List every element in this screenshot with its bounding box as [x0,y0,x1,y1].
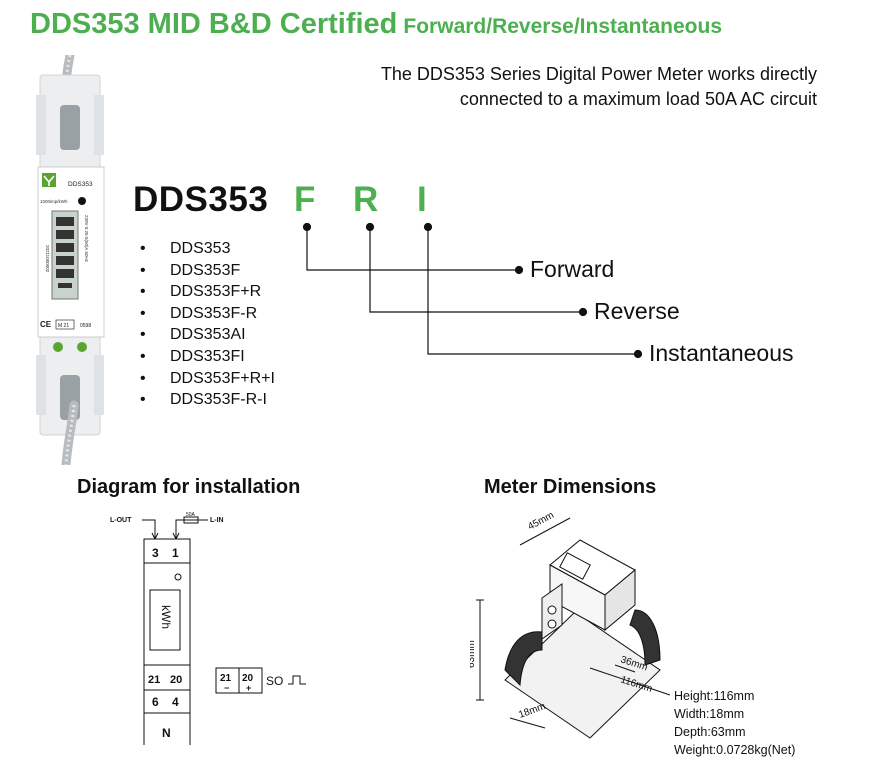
option-instantaneous: Instantaneous [649,340,794,366]
option-forward: Forward [530,256,615,282]
variant-item: •DDS353F-R-I [140,389,275,411]
product-description: The DDS353 Series Digital Power Meter wo… [381,62,817,112]
variant-item: •DDS353F+R [140,281,275,303]
variant-item: •DDS353FI [140,346,275,368]
bullet: • [140,283,146,301]
so-minus: − [224,683,229,693]
photo-mid-mark: M 21 [58,323,69,329]
variant-item: •DDS353 [140,238,275,260]
bullet: • [140,261,146,279]
model-letter-reverse: R [353,180,379,219]
bullet: • [140,391,146,409]
variant-item: •DDS353F-R [140,303,275,325]
installation-heading: Diagram for installation [77,476,301,498]
dimensions-heading: Meter Dimensions [484,476,657,498]
description-line-2: connected to a maximum load 50A AC circu… [459,89,817,109]
display-kwh-label: kWh [159,605,173,629]
neutral-label: N [162,726,171,740]
installation-diagram: L-OUT L-IN 50A 3 1 kWh 21 20 6 4 N 21 20… [110,512,306,745]
photo-brand-text: DDS353 [68,181,93,188]
dim-63: 63mm [470,640,477,668]
bullet: • [140,240,146,257]
photo-notified-number: 0598 [80,323,91,329]
model-letter-instantaneous: I [417,180,427,219]
pulse-terminal-21: 21 [148,674,160,686]
bullet: • [140,369,146,387]
bullet: • [140,326,146,344]
l-in-label: L-IN [210,517,224,524]
option-reverse: Reverse [594,298,680,324]
terminal-6: 6 [152,695,159,709]
bullet: • [140,347,146,365]
fuse-rating: 50A [186,512,196,518]
meter-product-photo: DDS353 1000imp/kWh 230V 0.25-5(50)A 50Hz… [36,55,105,465]
so-terminal-20: 20 [242,673,254,684]
photo-ce-mark: CE [40,320,52,329]
bullet: • [140,304,146,322]
photo-serial-text: 20211000002 [45,245,50,273]
terminal-4: 4 [172,695,179,709]
variant-item: •DDS353F+R+I [140,368,275,390]
so-terminal-21: 21 [220,673,232,684]
so-output-label: SO [266,674,283,688]
dim-45: 45mm [526,510,556,533]
title-main-text: DDS353 MID B&D Certified [30,8,398,40]
variant-item: •DDS353F [140,260,275,282]
spec-width: Width:18mm [674,707,745,721]
spec-height: Height:116mm [674,689,755,703]
title-subtitle: Forward/Reverse/Instantaneous [403,15,723,38]
spec-depth: Depth:63mm [674,725,746,739]
description-line-1: The DDS353 Series Digital Power Meter wo… [380,64,817,84]
spec-weight: Weight:0.0728kg(Net) [674,743,796,757]
model-code-base: DDS353 [133,180,269,219]
so-plus: + [246,683,251,693]
variant-item: •DDS353AI [140,324,275,346]
meter-specs: Height:116mm Width:18mm Depth:63mm Weigh… [674,687,795,759]
variant-list: •DDS353 •DDS353F •DDS353F+R •DDS353F-R •… [140,238,275,411]
dim-18: 18mm [517,701,547,721]
terminal-1: 1 [172,546,179,560]
photo-rating-text: 230V 0.25-5(50)A 50Hz [84,215,89,263]
pulse-terminal-20: 20 [170,674,182,686]
photo-pulse-text: 1000imp/kWh [40,199,68,204]
terminal-3: 3 [152,546,159,560]
meter-dimension-drawing: 45mm 63mm 36mm 116mm 18mm [470,510,671,739]
model-letter-forward: F [294,180,316,219]
l-out-label: L-OUT [110,517,132,524]
